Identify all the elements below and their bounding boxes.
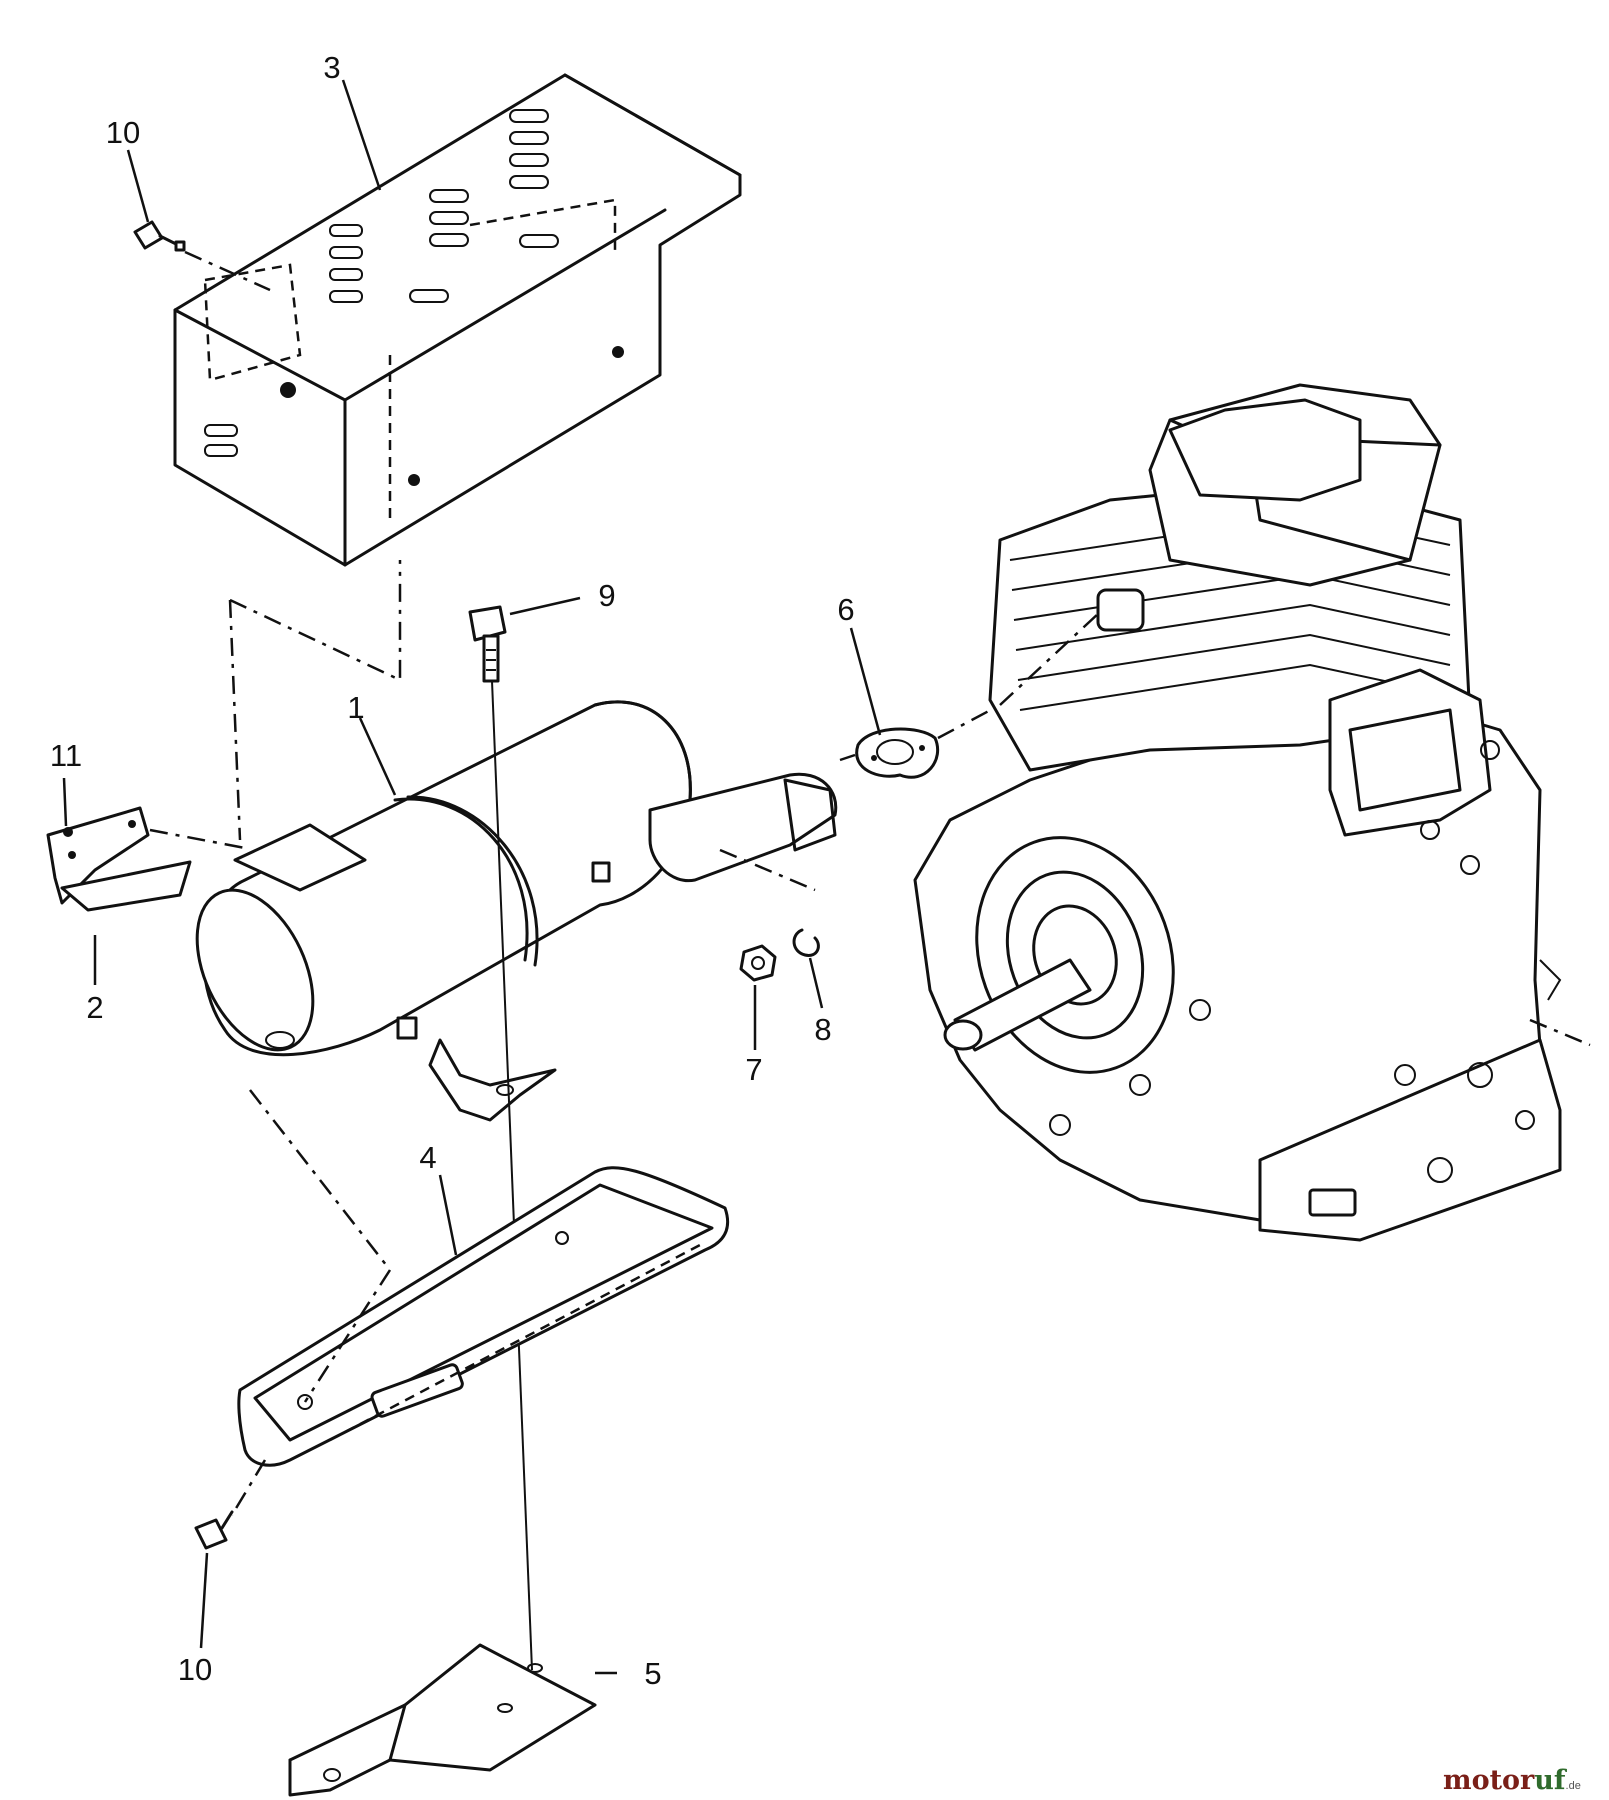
callout-10-top: 10 — [106, 115, 140, 150]
callout-6: 6 — [837, 592, 854, 627]
callout-5: 5 — [644, 1656, 661, 1691]
tray-part-4 — [230, 1089, 730, 1516]
long-bolt-part-9 — [468, 605, 533, 1671]
callout-8: 8 — [814, 1012, 831, 1047]
muffler-part-1 — [195, 700, 838, 1122]
callout-9: 9 — [598, 578, 615, 613]
screw-part-11 — [63, 827, 73, 837]
watermark-text-part1: motor — [1443, 1765, 1535, 1796]
watermark-text-part2: uf — [1534, 1765, 1568, 1796]
callout-4: 4 — [419, 1140, 436, 1175]
bracket-part-2 — [46, 806, 367, 912]
callout-7: 7 — [745, 1052, 762, 1087]
gasket-part-6 — [839, 703, 1001, 779]
heat-shield-part-3 — [173, 73, 742, 567]
callout-11: 11 — [50, 738, 82, 773]
callout-3: 3 — [323, 50, 340, 85]
callout-1: 1 — [347, 690, 364, 725]
engine-block — [913, 383, 1591, 1242]
screw-part-10-top — [133, 220, 271, 292]
watermark-tld: .de — [1566, 1780, 1581, 1792]
base-bracket-part-5 — [288, 1643, 597, 1797]
louver-slots — [204, 109, 559, 457]
watermark-logo: motoruf.de — [1443, 1765, 1581, 1796]
screw-part-10-bottom — [194, 1510, 234, 1550]
callout-10-bottom: 10 — [178, 1652, 212, 1687]
washer-part-8 — [792, 928, 820, 957]
callout-2: 2 — [86, 990, 103, 1025]
svg-text:motoruf.de: motoruf.de — [1443, 1765, 1581, 1796]
nut-part-7 — [739, 944, 777, 982]
